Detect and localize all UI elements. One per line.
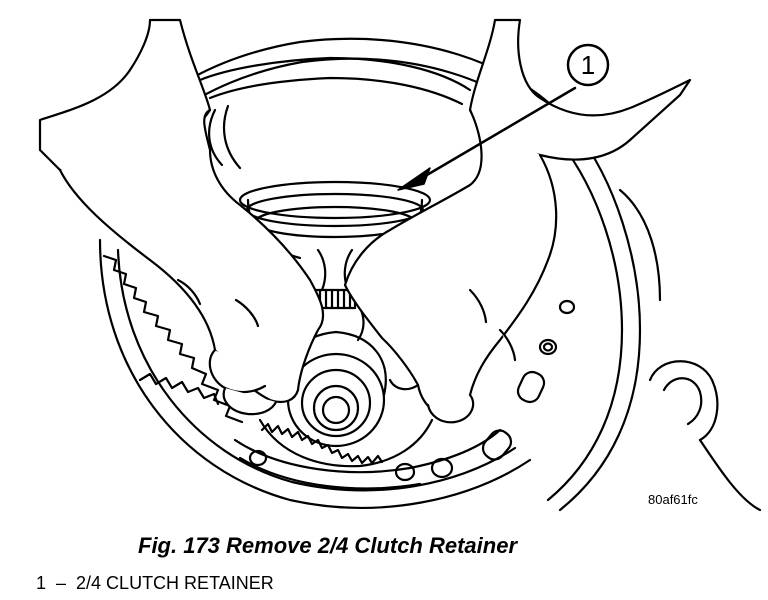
legend-number: 1	[36, 573, 47, 593]
snap-ring	[258, 418, 434, 468]
legend-dash: –	[56, 573, 67, 593]
legend-label: 2/4 CLUTCH RETAINER	[76, 573, 274, 593]
callout-circle	[566, 43, 610, 87]
callout-arrow	[397, 86, 577, 191]
left-hand	[38, 18, 325, 416]
bolt-holes	[248, 299, 576, 482]
clutch-drum	[98, 238, 532, 509]
figure-caption: Fig. 173 Remove 2/4 Clutch Retainer	[138, 533, 518, 558]
callout-number: 1	[581, 50, 595, 80]
right-hand	[343, 18, 692, 424]
inner-ring	[198, 56, 472, 170]
image-code: 80af61fc	[648, 492, 698, 507]
legend-item: 1–2/4 CLUTCH RETAINER	[36, 573, 274, 594]
